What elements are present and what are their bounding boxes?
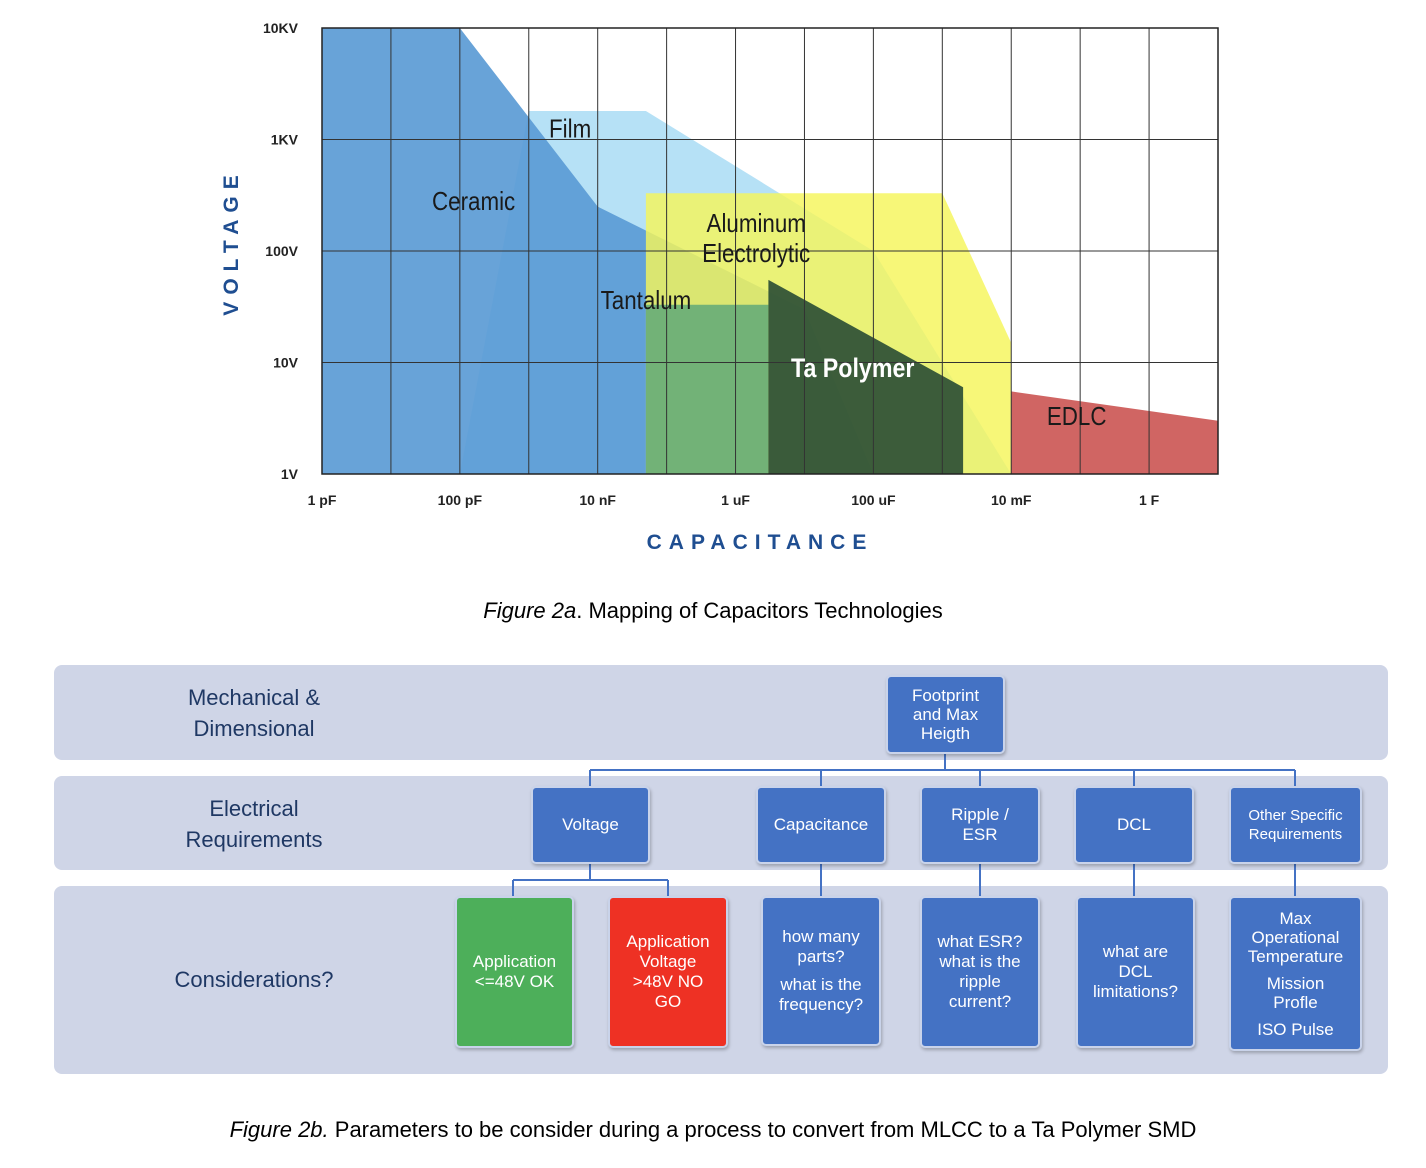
box-line: Max: [1279, 908, 1312, 928]
box-line: Footprint: [911, 686, 980, 705]
plot-frame: [321, 27, 1219, 475]
dcl-box: DCL: [1074, 786, 1194, 864]
y-tick-label: 10V: [273, 355, 299, 371]
band-label-considerations: Considerations?: [54, 964, 454, 995]
region-label-ceramic: Ceramic: [432, 187, 515, 216]
box-line: how many: [782, 927, 860, 946]
x-tick-label: 10 mF: [991, 492, 1032, 508]
other-requirements-box: Other Specific Requirements: [1229, 786, 1362, 864]
band-label-line: Requirements: [185, 827, 323, 852]
figure-2b-caption: Figure 2b. Parameters to be consider dur…: [0, 1117, 1426, 1143]
region-label-tantalum: Tantalum: [601, 287, 692, 316]
other-considerations-box: Max Operational Temperature Mission Prof…: [1229, 896, 1362, 1051]
region-ta-polymer: [768, 279, 964, 474]
box-line: Other Specific: [1248, 807, 1343, 824]
region-labels: Ceramic FilmAluminumElectrolyticTantalumT…: [432, 115, 1106, 432]
band-label-line: Mechanical &: [187, 685, 321, 710]
y-tick-label: 1KV: [271, 132, 299, 148]
voltage-box: Voltage: [531, 786, 650, 864]
box-line: Heigth: [920, 724, 971, 743]
x-tick-label: 100 pF: [438, 492, 483, 508]
figure-2a-caption-text: . Mapping of Capacitors Technologies: [576, 598, 943, 623]
figure-2a-caption-prefix: Figure 2a: [483, 598, 577, 623]
y-tick-label: 1V: [281, 466, 299, 482]
box-line: frequency?: [778, 995, 864, 1014]
ripple-considerations-box: what ESR? what is the ripple current?: [920, 896, 1040, 1048]
box-line: what is the: [939, 952, 1021, 971]
region-label-film: Film: [549, 115, 591, 144]
x-tick-label: 10 nF: [579, 492, 616, 508]
region-label-aluminum-electrolytic: Aluminum: [707, 210, 806, 239]
box-line: DCL: [1118, 962, 1153, 981]
band-label-line: Dimensional: [193, 716, 315, 741]
box-line: Voltage: [639, 952, 697, 971]
application-ok-box: Application <=48V OK: [455, 896, 574, 1048]
box-line: Temperature: [1247, 946, 1344, 966]
y-tick-labels: 1V 10V 100V 1KV 10KV: [263, 20, 299, 482]
application-nogo-box: Application Voltage >48V NO GO: [608, 896, 728, 1048]
box-line: Capacitance: [773, 815, 869, 834]
region-tantalum: [645, 304, 769, 474]
box-line: GO: [654, 992, 682, 1011]
y-axis-title: VOLTAGE: [220, 168, 243, 315]
region-label-edlc: EDLC: [1047, 403, 1107, 432]
x-tick-label: 1 F: [1139, 492, 1160, 508]
figure-2b-caption-prefix: Figure 2b.: [229, 1117, 329, 1142]
box-line: current?: [948, 992, 1012, 1011]
box-line: parts?: [797, 947, 845, 966]
chart-grid: [321, 27, 1219, 475]
footprint-max-height-box: Footprint and Max Heigth: [886, 675, 1005, 754]
box-line: ESR: [962, 825, 998, 844]
figure-2a-caption: Figure 2a. Mapping of Capacitors Technol…: [0, 598, 1426, 624]
box-line: >48V NO: [632, 972, 704, 991]
box-line: limitations?: [1092, 982, 1179, 1001]
box-line: Voltage: [562, 815, 619, 834]
ripple-esr-box: Ripple / ESR: [920, 786, 1040, 864]
capacitance-considerations-box: how many parts? what is the frequency?: [761, 896, 881, 1046]
y-tick-label: 100V: [265, 243, 298, 259]
region-label-aluminum-electrolytic: Electrolytic: [702, 240, 810, 269]
box-line: what ESR?: [937, 932, 1023, 951]
box-line: Mission: [1266, 973, 1325, 993]
x-tick-labels: 1 pF 100 pF 10 nF 1 uF 100 uF 10 mF 1 F: [308, 492, 1160, 508]
region-label-ta-polymer: Ta Polymer: [791, 353, 915, 383]
box-line: Ripple /: [951, 805, 1009, 824]
band-mechanical: [54, 665, 1388, 760]
box-line: Requirements: [1248, 826, 1343, 843]
box-line: and Max: [912, 705, 979, 724]
box-line: DCL: [1116, 815, 1151, 834]
band-label-mechanical: Mechanical & Dimensional: [54, 682, 454, 744]
capacitance-box: Capacitance: [756, 786, 886, 864]
x-tick-label: 1 pF: [308, 492, 337, 508]
region-edlc: [1011, 391, 1218, 474]
dcl-considerations-box: what are DCL limitations?: [1076, 896, 1195, 1048]
x-axis-title: CAPACITANCE: [647, 531, 874, 554]
x-tick-label: 100 uF: [851, 492, 896, 508]
band-label-line: Electrical: [209, 796, 299, 821]
box-line: what is the: [780, 975, 862, 994]
box-line: Operational: [1251, 927, 1340, 947]
box-line: Application: [472, 952, 557, 971]
x-tick-label: 1 uF: [721, 492, 750, 508]
box-line: <=48V OK: [474, 972, 555, 991]
box-line: Application: [626, 932, 710, 951]
box-line: Profle: [1273, 992, 1318, 1012]
figure-2b-caption-text: Parameters to be consider during a proce…: [328, 1117, 1197, 1142]
y-tick-label: 10KV: [263, 20, 299, 36]
band-label-electrical: Electrical Requirements: [54, 793, 454, 855]
band-label-line: Considerations?: [174, 967, 334, 992]
box-line: ripple: [959, 972, 1001, 991]
box-line: what are: [1102, 942, 1169, 961]
capacitor-technology-chart: Ceramic FilmAluminumElectrolyticTantalumT…: [220, 20, 1219, 554]
box-line: ISO Pulse: [1257, 1019, 1334, 1039]
